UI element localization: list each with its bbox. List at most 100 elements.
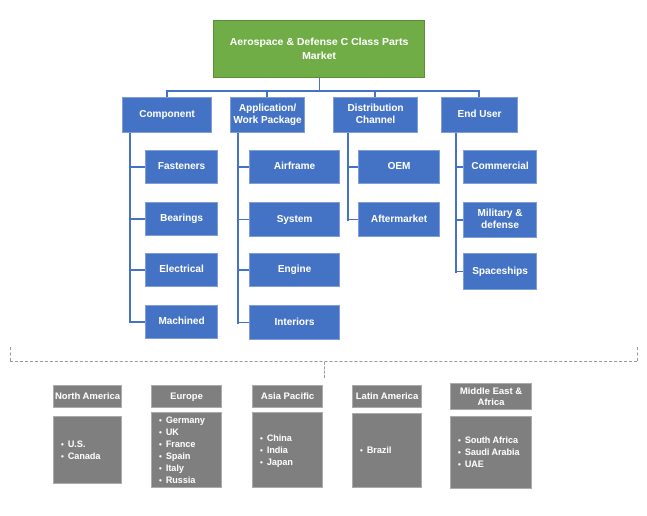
region-country-item: •Japan <box>260 457 320 468</box>
connector-child-stub <box>347 218 358 221</box>
region-country-item: •UK <box>159 427 219 438</box>
child-node: Engine <box>249 253 340 287</box>
dashed-bracket-left-tick <box>10 347 11 361</box>
bullet-icon: • <box>159 415 162 425</box>
region-country-item: •India <box>260 445 320 456</box>
connector-child-stub <box>129 269 145 271</box>
bullet-icon: • <box>61 439 64 449</box>
region-country-item: •Germany <box>159 415 219 426</box>
region-country-label: Italy <box>165 462 184 473</box>
connector-category-drop <box>374 90 376 98</box>
bullet-icon: • <box>260 457 263 467</box>
region-country-item: •Spain <box>159 451 219 462</box>
region-country-label: South Africa <box>464 435 518 445</box>
category-node: Application/ Work Package <box>230 97 305 133</box>
connector-child-stub <box>237 269 249 271</box>
bullet-icon: • <box>458 460 461 469</box>
region-country-label: France <box>165 438 196 449</box>
bullet-icon: • <box>260 445 263 455</box>
child-node: OEM <box>358 150 440 184</box>
region-country-item: •U.S. <box>61 439 119 450</box>
region-country-label: India <box>266 444 288 455</box>
child-node: Military & defense <box>463 202 537 238</box>
bullet-icon: • <box>458 436 461 445</box>
region-country-label: Spain <box>165 450 191 461</box>
region-header: Latin America <box>352 385 422 408</box>
child-node: System <box>249 202 340 237</box>
bullet-icon: • <box>61 451 64 461</box>
child-node: Interiors <box>249 305 340 340</box>
region-country-label: Russia <box>165 474 196 485</box>
connector-child-stub <box>455 219 463 221</box>
child-node: Machined <box>145 305 218 339</box>
region-list: •China•India•Japan <box>252 412 323 488</box>
region-country-label: Japan <box>266 456 293 467</box>
region-country-label: China <box>266 432 292 443</box>
category-node: Component <box>122 97 212 133</box>
connector-child-stub <box>455 166 463 168</box>
bullet-icon: • <box>159 439 162 449</box>
region-country-label: Germany <box>165 414 205 425</box>
connector-branch-rail <box>347 133 349 221</box>
connector-child-stub <box>237 321 249 324</box>
region-list: •Brazil <box>352 413 422 488</box>
connector-child-stub <box>129 321 145 323</box>
region-header: Europe <box>151 385 222 408</box>
region-header: North America <box>53 385 122 408</box>
connector-main-rail <box>167 90 480 92</box>
region-country-label: UK <box>165 426 179 437</box>
child-node: Bearings <box>145 202 218 236</box>
region-country-item: •China <box>260 433 320 444</box>
region-country-item: •Brazil <box>360 445 419 456</box>
connector-branch-rail <box>237 133 239 324</box>
root-node: Aerospace & Defense C Class Parts Market <box>213 20 425 78</box>
region-country-label: Canada <box>67 450 101 461</box>
dashed-bracket-line <box>10 361 637 362</box>
bullet-icon: • <box>159 463 162 473</box>
dashed-bracket-right-tick <box>637 347 638 361</box>
region-country-label: Saudi Arabia <box>464 447 520 457</box>
region-country-item: •Italy <box>159 463 219 474</box>
child-node: Spaceships <box>463 253 537 290</box>
connector-category-drop <box>478 90 480 98</box>
connector-root-drop <box>318 78 320 91</box>
bullet-icon: • <box>458 448 461 457</box>
region-country-item: •Saudi Arabia <box>458 447 529 458</box>
region-country-item: •Canada <box>61 451 119 462</box>
category-node: Distribution Channel <box>333 97 418 133</box>
dashed-bracket-center-tick <box>324 362 325 378</box>
child-node: Airframe <box>249 150 340 184</box>
child-node: Aftermarket <box>358 202 440 237</box>
bullet-icon: • <box>360 446 363 455</box>
region-country-label: Brazil <box>366 445 392 455</box>
region-list: •Germany•UK•France•Spain•Italy•Russia <box>151 412 222 488</box>
region-country-label: UAE <box>464 459 484 469</box>
region-list: •South Africa•Saudi Arabia•UAE <box>450 416 532 489</box>
bullet-icon: • <box>159 427 162 437</box>
connector-category-drop <box>166 90 168 98</box>
region-header: Asia Pacific <box>252 385 323 408</box>
connector-branch-rail <box>455 133 457 273</box>
region-list: •U.S.•Canada <box>53 416 122 484</box>
child-node: Fasteners <box>145 150 218 184</box>
child-node: Electrical <box>145 253 218 287</box>
region-country-item: •Russia <box>159 475 219 486</box>
connector-child-stub <box>129 218 145 220</box>
region-country-item: •UAE <box>458 459 529 470</box>
child-node: Commercial <box>463 150 537 184</box>
connector-branch-rail <box>129 133 131 323</box>
connector-child-stub <box>237 166 249 168</box>
connector-child-stub <box>347 166 358 168</box>
region-header: Middle East & Africa <box>450 383 532 410</box>
connector-child-stub <box>455 270 463 273</box>
region-country-item: •South Africa <box>458 435 529 446</box>
category-node: End User <box>441 97 518 133</box>
connector-category-drop <box>266 90 268 98</box>
bullet-icon: • <box>159 451 162 461</box>
region-country-item: •France <box>159 439 219 450</box>
connector-child-stub <box>237 218 249 221</box>
bullet-icon: • <box>159 475 162 485</box>
bullet-icon: • <box>260 433 263 443</box>
region-country-label: U.S. <box>67 438 86 449</box>
